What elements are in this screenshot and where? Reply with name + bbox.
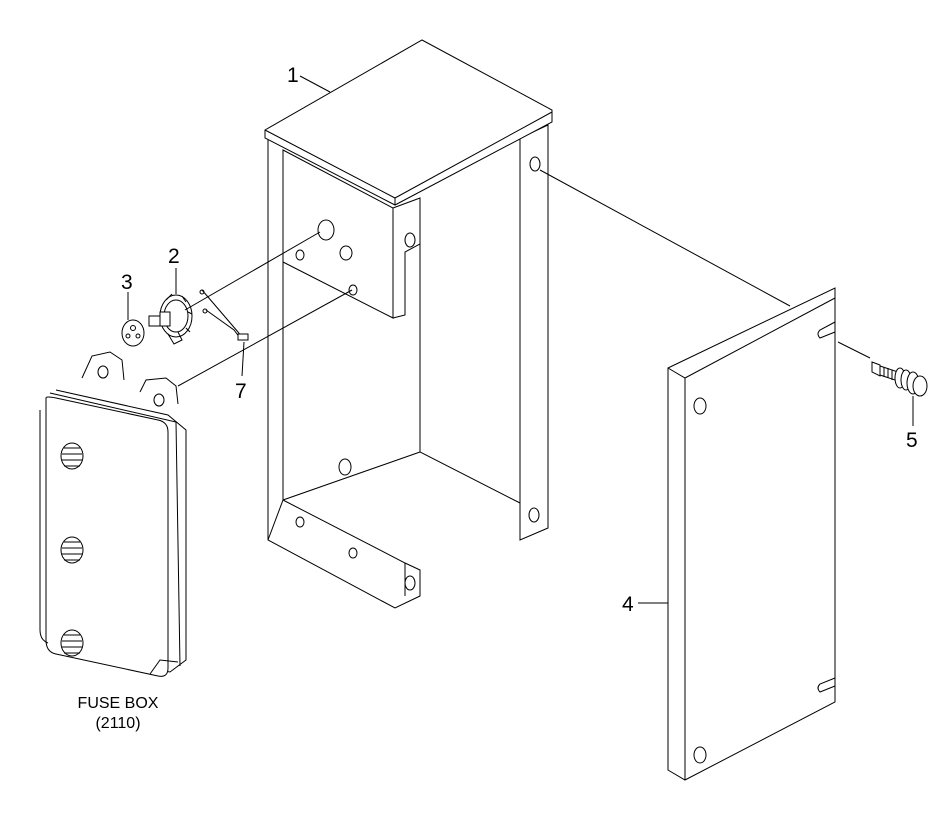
fuse-knob-top [60, 442, 84, 470]
fuse-box-title: FUSE BOX [78, 695, 159, 712]
bolt-part-5 [871, 361, 928, 397]
wire-part-7 [199, 289, 249, 341]
callout-3: 3 [121, 271, 133, 294]
cover-plate-part-4 [667, 287, 836, 781]
callout-5: 5 [906, 429, 918, 452]
washer-part-3 [121, 319, 145, 347]
switch-part-2 [148, 293, 193, 345]
callout-7: 7 [235, 380, 247, 403]
callout-4: 4 [622, 593, 634, 616]
bracket-part-1 [264, 39, 553, 609]
callout-1: 1 [287, 64, 299, 87]
callout-2: 2 [168, 245, 180, 268]
fuse-box-code: (2110) [95, 715, 140, 732]
fuse-knob-middle [60, 536, 84, 564]
fuse-box [39, 351, 187, 677]
fuse-knob-bottom [60, 629, 84, 657]
assembly-lines [127, 75, 914, 604]
